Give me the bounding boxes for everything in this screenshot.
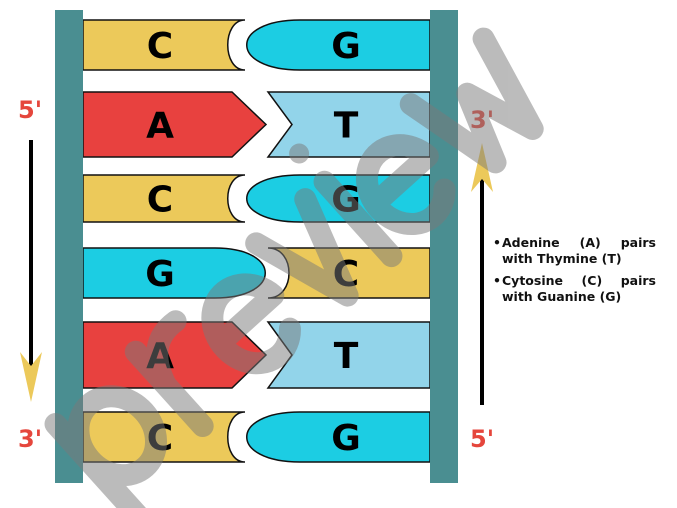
- left-base-adenine: [82, 91, 268, 158]
- legend: Adenine (A) pairs with Thymine (T) Cytos…: [493, 235, 656, 311]
- left-top-label: 5': [18, 96, 42, 124]
- left-bottom-label: 3': [18, 425, 42, 453]
- legend-item-cg: Cytosine (C) pairs with Guanine (G): [493, 273, 656, 305]
- right-base-guanine: [246, 411, 431, 463]
- left-base-letter: C: [147, 180, 173, 221]
- watermark: [44, 27, 544, 508]
- left-base-letter: A: [146, 106, 174, 147]
- left-base-letter: G: [145, 254, 175, 295]
- arrowhead-up-icon: [471, 143, 493, 192]
- legend-item-at: Adenine (A) pairs with Thymine (T): [493, 235, 656, 267]
- right-base-guanine: [246, 19, 431, 71]
- left-base-cytosine: [82, 19, 246, 71]
- left-base-letter: C: [147, 26, 173, 67]
- right-bottom-label: 5': [470, 425, 494, 453]
- arrowhead-down-icon: [20, 352, 42, 402]
- right-base-letter: G: [331, 26, 361, 67]
- right-base-letter: G: [331, 418, 361, 459]
- left-direction-arrow: [20, 140, 42, 402]
- right-base-letter: T: [334, 336, 359, 377]
- left-base-cytosine: [82, 174, 246, 223]
- right-base-letter: T: [334, 106, 359, 147]
- right-direction-arrow: [471, 143, 493, 405]
- right-backbone: [430, 10, 458, 483]
